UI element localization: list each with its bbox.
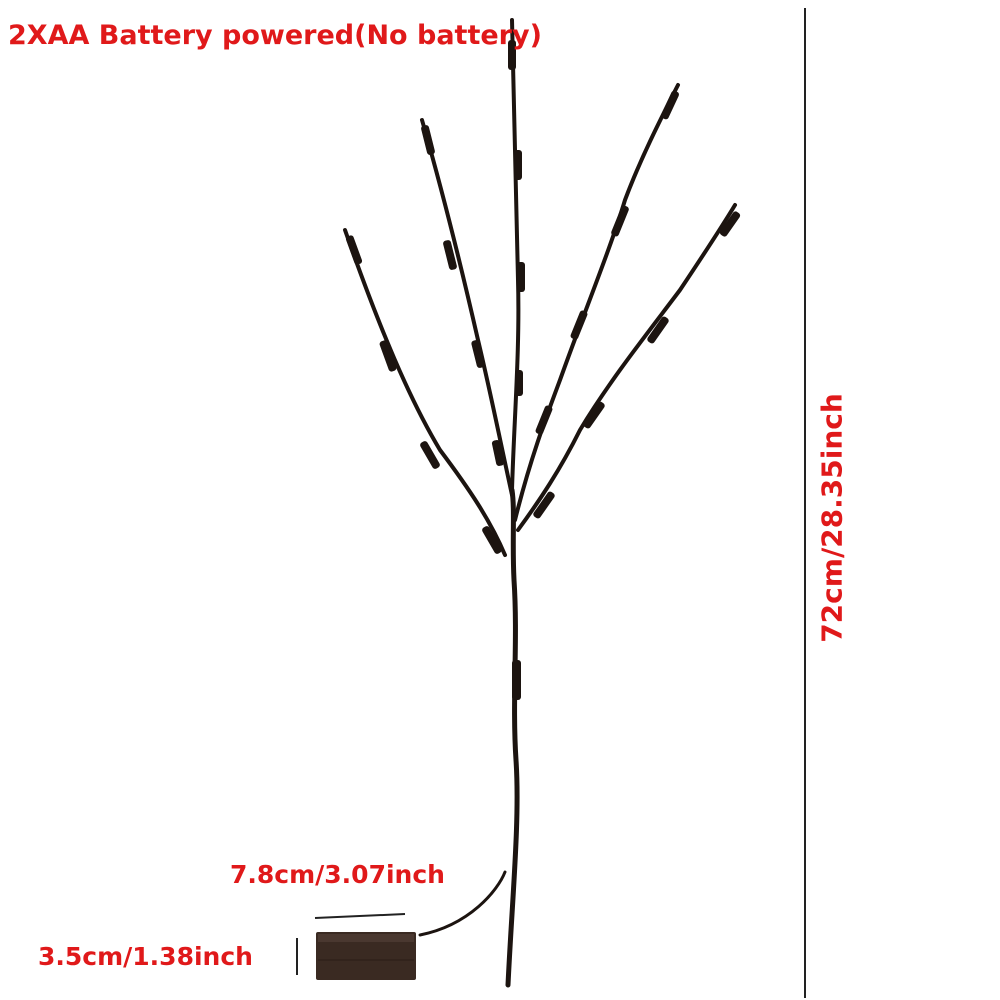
battery-box — [316, 932, 416, 980]
branch-right-center — [513, 83, 680, 522]
led-bulb — [647, 316, 669, 344]
led-bulb — [471, 340, 485, 368]
led-bulb — [719, 211, 741, 237]
led-bulb — [611, 205, 629, 237]
led-bulb — [482, 526, 502, 554]
branch-light — [343, 18, 737, 988]
led-bulb — [514, 150, 522, 180]
led-bulb — [535, 405, 553, 435]
branch-center — [510, 18, 521, 492]
trunk — [505, 487, 520, 988]
box-height-dimension-label: 3.5cm/1.38inch — [38, 942, 253, 971]
branch-left-center — [420, 118, 514, 497]
led-bulb — [508, 40, 516, 70]
led-bulb — [517, 262, 525, 292]
battery-wire — [418, 870, 507, 937]
branch-far-left — [343, 228, 507, 557]
led-bulb — [421, 125, 435, 155]
led-bulb — [491, 440, 505, 466]
led-bulb — [512, 660, 521, 700]
led-bulb — [379, 340, 397, 372]
led-bulb — [443, 240, 457, 270]
led-bulb — [420, 441, 440, 469]
led-bulb — [533, 491, 555, 519]
branch-far-right — [516, 203, 737, 532]
led-bulb — [570, 310, 588, 340]
led-bulb — [345, 235, 363, 265]
led-bulbs — [345, 40, 741, 700]
led-bulb — [661, 90, 679, 120]
height-dimension-label: 72cm/28.35inch — [815, 393, 849, 643]
led-bulb — [515, 370, 523, 396]
battery-info-label: 2XAA Battery powered(No battery) — [8, 20, 542, 51]
led-bulb — [583, 401, 605, 429]
box-width-dimension-label: 7.8cm/3.07inch — [230, 860, 445, 889]
width-dimension-line — [314, 913, 406, 919]
